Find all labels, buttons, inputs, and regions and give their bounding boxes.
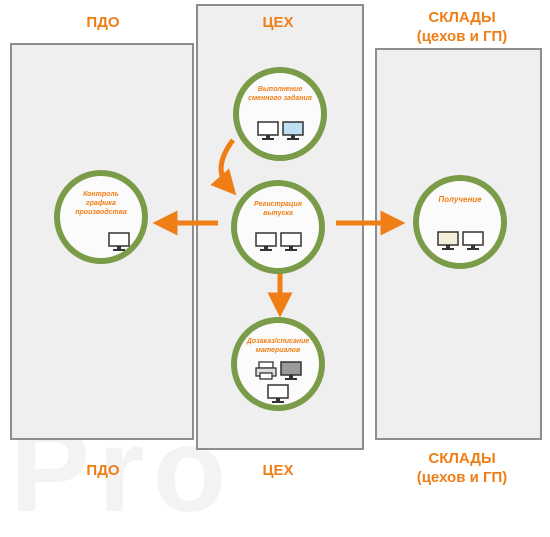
- node-control: Контроль графика производства: [54, 170, 148, 264]
- monitor-icon-blue: [281, 121, 304, 140]
- node-receipt-label: Получение: [438, 195, 482, 204]
- workshop-header-top: ЦЕХ: [262, 14, 294, 31]
- monitor-icon: [267, 384, 289, 403]
- monitor-icon-beige: [436, 231, 459, 250]
- monitor-icon: [256, 121, 279, 140]
- monitor-icon-grey: [279, 361, 302, 380]
- monitor-icon: [461, 231, 484, 250]
- monitor-icon: [108, 232, 130, 251]
- node-task: Выполнение сменного задания: [233, 67, 327, 161]
- node-receipt: Получение: [413, 175, 507, 269]
- warehouse-header-top: СКЛАДЫ (цехов и ГП): [416, 9, 508, 45]
- node-control-label: Контроль графика производства: [75, 191, 127, 216]
- pdo-header-top: ПДО: [86, 14, 120, 31]
- pdo-header-bottom: ПДО: [86, 462, 120, 479]
- monitor-icon: [279, 232, 302, 251]
- node-release: Регистрация выпуска: [231, 180, 325, 274]
- monitor-icon: [254, 232, 277, 251]
- node-task-label: Выполнение сменного задания: [248, 86, 312, 102]
- arrow-task-to-release: [210, 138, 237, 196]
- flow-arrows: [152, 138, 406, 318]
- node-materials-label: Дозаказ/списание материалов: [246, 338, 310, 354]
- warehouse-header-bottom: СКЛАДЫ (цехов и ГП): [416, 450, 508, 486]
- node-release-label: Регистрация выпуска: [254, 201, 302, 217]
- node-materials: Дозаказ/списание материалов: [231, 317, 325, 411]
- printer-icon: [254, 361, 277, 380]
- workshop-header-bottom: ЦЕХ: [262, 462, 294, 479]
